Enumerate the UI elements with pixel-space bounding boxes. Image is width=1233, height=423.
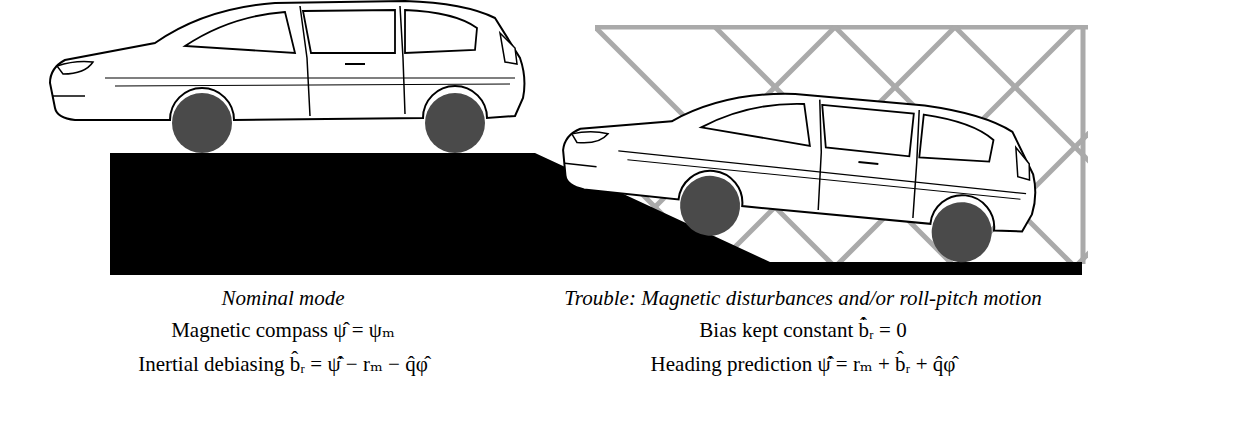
mode-heading: Nominal mode — [221, 286, 344, 311]
car-on-ramp — [556, 69, 1044, 270]
mode-heading: Trouble: Magnetic disturbances and/or ro… — [564, 286, 1041, 311]
equation-label: Bias kept constant b̂̇ᵣ = 0 — [699, 318, 906, 343]
car-nominal — [50, 1, 524, 153]
equation-label: Heading prediction ψ̂̇ = rₘ + b̂ᵣ + q̂φ̂ — [651, 352, 956, 377]
equation-label: Magnetic compass ψ̂ = ψₘ — [171, 318, 395, 343]
equation-label: Inertial debiasing b̂ᵣ = ψ̂̇ − rₘ − q̂φ̂ — [138, 352, 428, 377]
